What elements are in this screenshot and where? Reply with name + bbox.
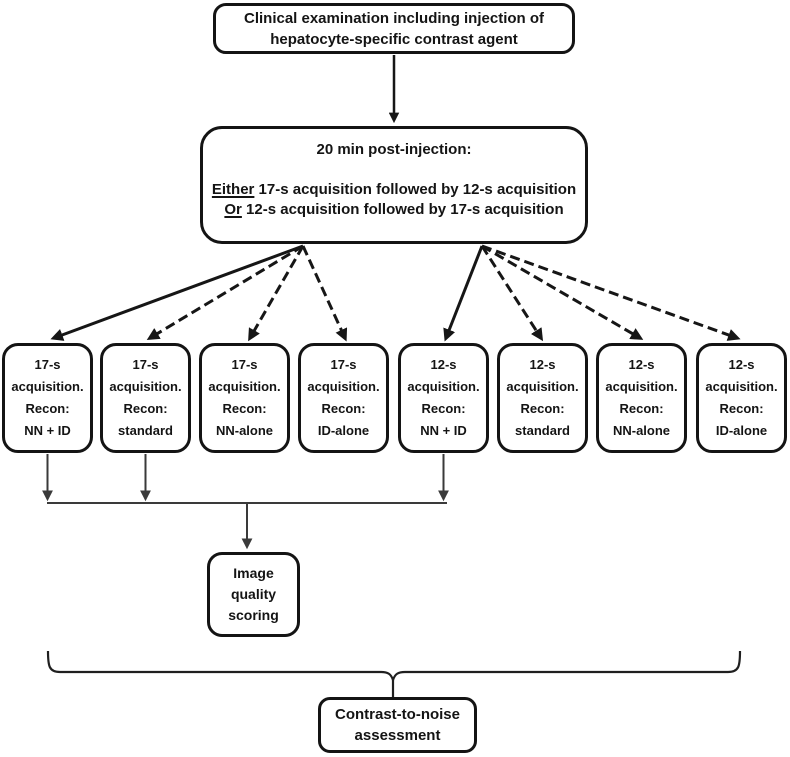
scoring-line3: scoring [228, 607, 279, 623]
clinical-exam-line2: hepatocyte-specific contrast agent [270, 30, 518, 48]
arm-recon-type: standard [515, 423, 570, 438]
arm-acquisition: acquisition. [307, 379, 380, 394]
arm-recon-type: NN + ID [420, 423, 467, 438]
protocol-options: Either 17-s acquisition followed by 12-s… [212, 180, 576, 220]
assessment-line1: Contrast-to-noise [335, 706, 460, 723]
arrow-protocol-to-arm-7-dashed [481, 244, 644, 340]
protocol-title: 20 min post-injection: [316, 141, 472, 158]
arm-duration: 17-s [132, 357, 159, 372]
arm-recon-label: Recon: [619, 401, 664, 416]
image-quality-scoring-box: Image quality scoring [207, 552, 300, 637]
protocol-box: 20 min post-injection: Either 17-s acqui… [200, 126, 588, 244]
arm-recon-label: Recon: [25, 401, 70, 416]
arm-recon-type: NN-alone [612, 423, 671, 438]
arrow-protocol-to-arm-4-dashed [301, 245, 348, 342]
contrast-to-noise-box: Contrast-to-noise assessment [318, 697, 477, 753]
arm-recon-type: ID-alone [317, 423, 370, 438]
arm-acquisition: acquisition. [11, 379, 84, 394]
arrow-protocol-to-arm-5-solid [443, 245, 484, 342]
arm-duration: 17-s [330, 357, 357, 372]
arm-box-12s-nn-id: 12-s acquisition. Recon: NN + ID [398, 343, 489, 453]
arm-acquisition: acquisition. [208, 379, 281, 394]
arm-recon-label: Recon: [719, 401, 764, 416]
protocol-option-1: Either 17-s acquisition followed by 12-s… [212, 180, 576, 200]
arm-recon-label: Recon: [520, 401, 565, 416]
arrow-protocol-to-arm-1-solid [50, 244, 304, 341]
arm-duration: 12-s [430, 357, 457, 372]
arrow-protocol-to-arm-3-dashed [248, 245, 305, 342]
protocol-option-2: Or 12-s acquisition followed by 17-s acq… [212, 200, 576, 220]
arm-acquisition: acquisition. [407, 379, 480, 394]
arm-box-17s-nn-alone: 17-s acquisition. Recon: NN-alone [199, 343, 290, 453]
arm-recon-label: Recon: [222, 401, 267, 416]
arm-acquisition: acquisition. [506, 379, 579, 394]
protocol-option-2-rest: 12-s acquisition followed by 17-s acquis… [241, 201, 564, 218]
scoring-line1: Image [233, 565, 274, 581]
arm-recon-type: NN + ID [24, 423, 71, 438]
arrow-protocol-to-arm-8-dashed [481, 244, 741, 341]
arm-box-12s-standard: 12-s acquisition. Recon: standard [497, 343, 588, 453]
assessment-brace [46, 650, 742, 684]
arm-box-12s-id-alone: 12-s acquisition. Recon: ID-alone [696, 343, 787, 453]
clinical-exam-line1: Clinical examination including injection… [243, 9, 545, 27]
arm-duration: 17-s [34, 357, 61, 372]
arm-recon-label: Recon: [321, 401, 366, 416]
arm-acquisition: acquisition. [705, 379, 778, 394]
arm-duration: 12-s [628, 357, 655, 372]
arm-recon-type: NN-alone [215, 423, 274, 438]
scoring-line2: quality [230, 586, 277, 602]
arm-box-17s-standard: 17-s acquisition. Recon: standard [100, 343, 191, 453]
arm-duration: 12-s [529, 357, 556, 372]
protocol-option-1-rest: 17-s acquisition followed by 12-s acquis… [254, 181, 577, 198]
arrow-protocol-to-arm-2-dashed [146, 244, 304, 340]
arm-duration: 12-s [728, 357, 755, 372]
arm-box-17s-nn-id: 17-s acquisition. Recon: NN + ID [2, 343, 93, 453]
arm-acquisition: acquisition. [109, 379, 182, 394]
clinical-exam-box: Clinical examination including injection… [213, 3, 575, 54]
assessment-line2: assessment [354, 727, 441, 744]
arm-recon-type: standard [118, 423, 173, 438]
arm-box-17s-id-alone: 17-s acquisition. Recon: ID-alone [298, 343, 389, 453]
protocol-option-2-prefix: Or [224, 201, 242, 218]
arm-duration: 17-s [231, 357, 258, 372]
arm-recon-label: Recon: [123, 401, 168, 416]
arm-acquisition: acquisition. [605, 379, 678, 394]
arm-recon-label: Recon: [421, 401, 466, 416]
arm-recon-type: ID-alone [715, 423, 768, 438]
arm-box-12s-nn-alone: 12-s acquisition. Recon: NN-alone [596, 343, 687, 453]
protocol-option-1-prefix: Either [211, 181, 255, 198]
arrow-protocol-to-arm-6-dashed [480, 245, 544, 342]
